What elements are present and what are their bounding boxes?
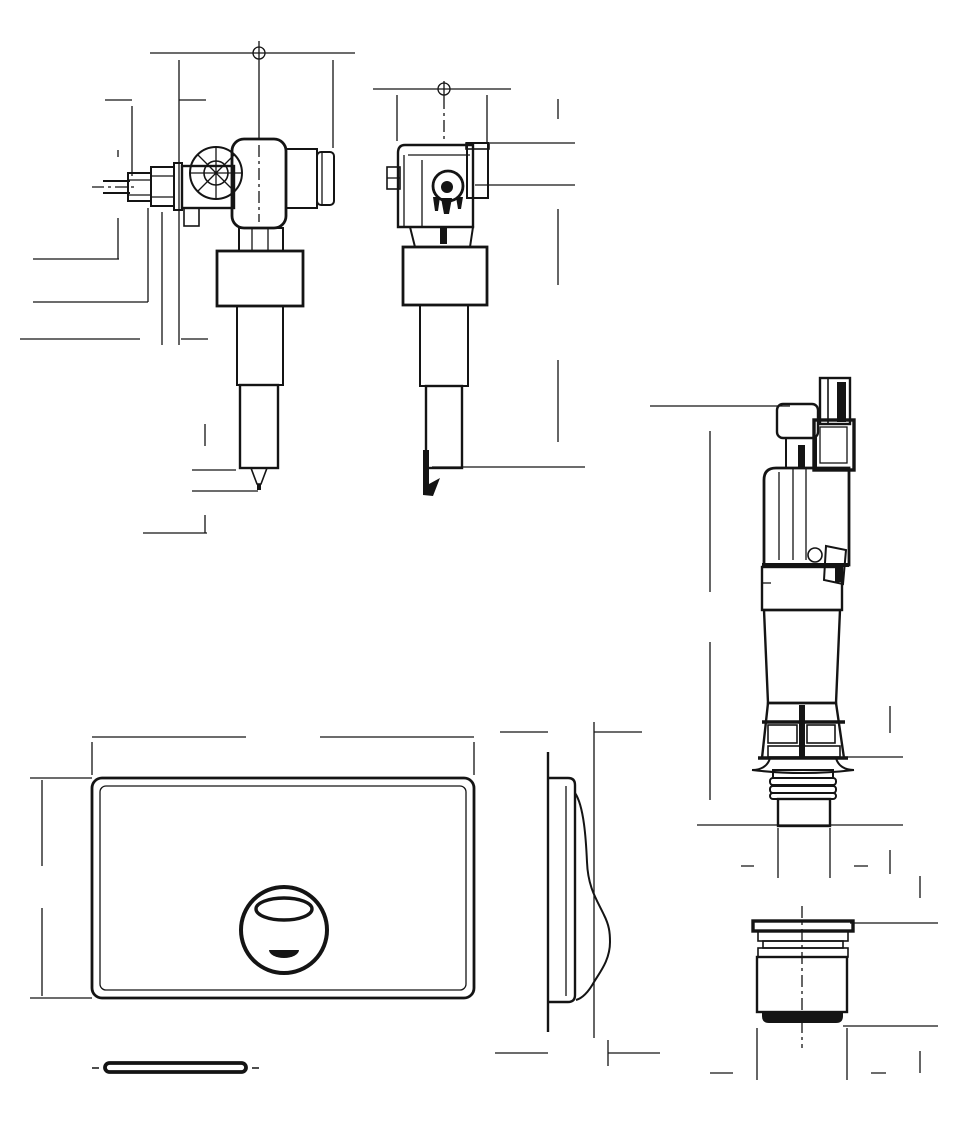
top-clip: [818, 376, 852, 426]
lower-tube-front: [424, 384, 464, 470]
dim-lines-minmax: [432, 99, 585, 468]
seat-box-left: [767, 724, 798, 744]
seal-flare: [751, 757, 855, 774]
valve-neck-lines: [251, 228, 269, 251]
dim-lines-40f: [500, 722, 642, 1038]
neck-slot: [440, 228, 447, 244]
seat-box-bottom: [767, 745, 841, 758]
dimension-annotations: [20, 41, 938, 1080]
seat-box-right: [806, 724, 836, 744]
float-body-lines: [778, 469, 807, 560]
inlet-tab: [183, 207, 200, 227]
dim-lines-58: [845, 706, 903, 874]
inlet-nut-small-facets: [128, 179, 151, 196]
needle-point: [257, 484, 261, 490]
valve-stem: [799, 705, 805, 757]
dim-lines-20: [143, 424, 258, 534]
plate-outline: [90, 776, 476, 1000]
dim-lines-83: [843, 876, 938, 1073]
view-fill-valve-front: [386, 142, 490, 496]
view-plate-gasket: [92, 1061, 259, 1074]
view-actuation-plate-side: [546, 752, 612, 1032]
gasket-bar: [103, 1061, 248, 1074]
plate-inner-face: [99, 785, 467, 991]
valve-upper-slot: [798, 445, 805, 468]
adjuster-dot: [441, 181, 453, 193]
top-clip-fill: [837, 382, 846, 422]
side-block: [812, 418, 856, 472]
float-body: [762, 466, 851, 567]
sensor-button-circle: [239, 885, 329, 975]
dim-lines-358: [650, 405, 903, 826]
view-flush-valve-seat: [751, 906, 855, 1048]
ext-lines-a: [131, 60, 334, 345]
dim-lines-330: [91, 736, 475, 775]
view-flush-valve-side: [751, 376, 856, 828]
flow-regulator-circle: [189, 146, 243, 200]
valve-inlet-stub: [180, 164, 236, 210]
leaders-dia10-g38: [33, 150, 149, 303]
latch-fill: [835, 568, 843, 582]
ref-lines-b40: [475, 142, 575, 186]
outlet-stub: [776, 797, 832, 828]
sensor-eye: [254, 896, 314, 922]
sensor-mouth: [269, 950, 299, 958]
float-detail-circle: [807, 547, 823, 563]
inlet-pipe: [103, 180, 130, 194]
side-block-inner: [819, 426, 848, 464]
inlet-nut-large-facets: [151, 175, 174, 198]
dim-lines-dia76: [710, 1028, 886, 1080]
ext-lines-b: [396, 95, 488, 144]
plate-bulge-profile: [574, 792, 612, 1001]
valve-head-lines: [403, 154, 470, 227]
dim-lines-190: [30, 777, 92, 999]
latch-teeth: [433, 197, 463, 214]
seat-seal-ring: [762, 1012, 843, 1023]
plate-slab: [548, 776, 577, 1004]
knob-end-cap: [316, 151, 335, 206]
view-actuation-plate-front: [90, 776, 476, 1000]
dim-lines-dia42: [741, 828, 868, 878]
dim-lines-53: [495, 1040, 660, 1066]
knob-front: [466, 142, 489, 199]
outlet-lip: [423, 450, 440, 496]
